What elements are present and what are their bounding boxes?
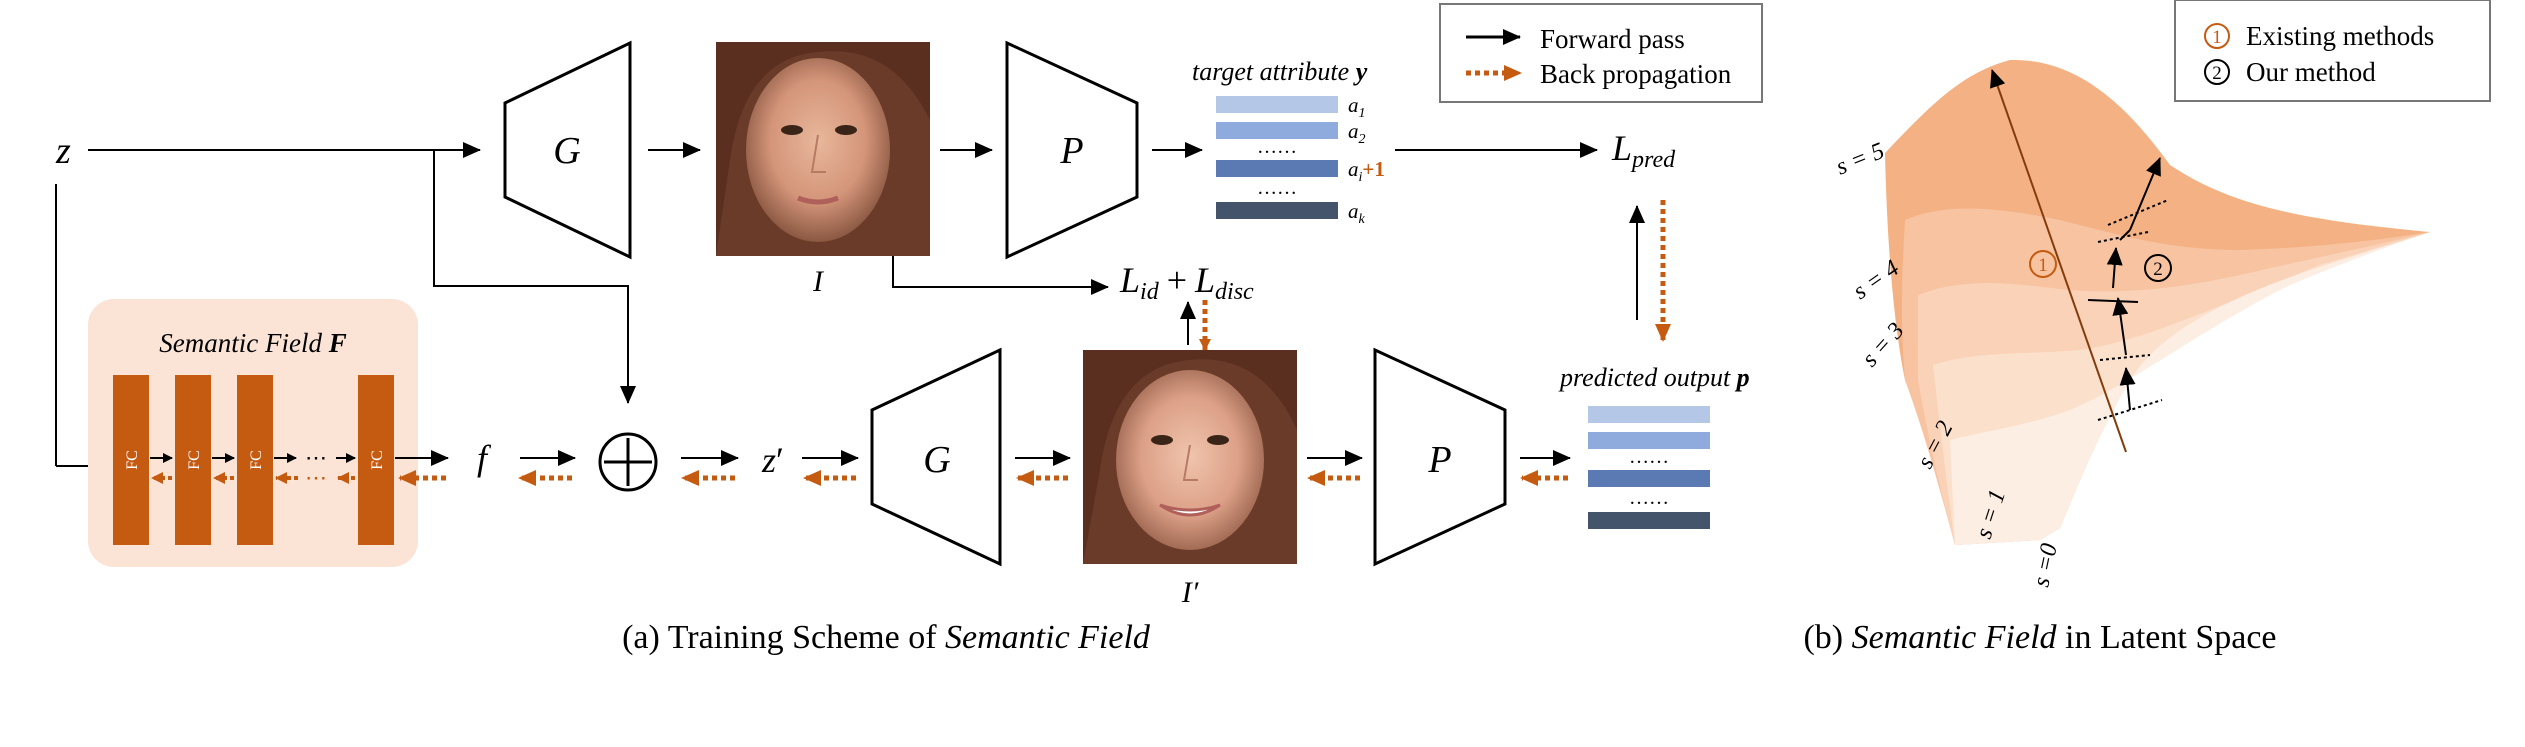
our-method-marker-number: 2 <box>2153 259 2163 280</box>
target-attribute-vector: …… …… <box>1216 96 1338 219</box>
attr-label-a1: a1 <box>1348 93 1366 121</box>
generator-top <box>503 40 632 260</box>
step-2-arrow <box>2112 297 2129 356</box>
attr-label-a2: a2 <box>1348 119 1366 147</box>
legend-a: Forward pass Back propagation <box>1439 3 1763 103</box>
pred-dots-1: …… <box>1629 446 1669 468</box>
latent-space-surface <box>1885 59 2430 545</box>
pred-dots-2: …… <box>1629 487 1669 509</box>
attr-label-ak: ak <box>1348 199 1366 227</box>
legend-b-frame <box>2174 0 2491 102</box>
caption-a: (a) Training Scheme of Semantic Field <box>622 619 1151 656</box>
fc-layer-1: FC <box>113 375 149 545</box>
existing-method-trajectory <box>1990 69 2127 453</box>
pred-bar-1 <box>1588 406 1710 423</box>
level-s0: s =0 <box>2028 541 2062 589</box>
legend-forward-label: Forward pass <box>1540 24 1685 54</box>
generator-bottom <box>870 347 1002 567</box>
legend-item2-number: 2 <box>2212 63 2222 84</box>
tangent-4 <box>2097 231 2149 243</box>
fc-layer-3: FC <box>237 375 273 545</box>
our-method-trajectory <box>2087 157 2169 421</box>
predictor-top-label: P <box>1059 130 1083 172</box>
pred-bar-2 <box>1588 432 1710 449</box>
fc-2-label: FC <box>186 450 203 470</box>
fc-dots-backward: ⋯ <box>305 465 327 490</box>
our-method-marker-icon <box>2204 59 2230 85</box>
legend-item1-number: 1 <box>2212 27 2222 48</box>
loss-id-disc: Lid+Ldisc <box>1119 260 1254 305</box>
tangent-5 <box>2107 199 2169 226</box>
target-bar-a1 <box>1216 96 1338 113</box>
target-dots-1: …… <box>1257 136 1297 158</box>
predicted-output-title: predicted output p <box>1558 363 1750 392</box>
step-4a-line <box>2119 229 2131 241</box>
image-label-I: I <box>812 265 825 298</box>
pred-bar-3 <box>1588 470 1710 487</box>
predicted-output-vector: …… …… <box>1588 406 1710 529</box>
fc-layer-4: FC <box>358 375 394 545</box>
step-3-arrow <box>2106 247 2123 289</box>
our-method-marker <box>2144 254 2172 282</box>
surface-band-s1 <box>1950 232 2430 545</box>
legend-existing-methods-label: Existing methods <box>2246 21 2434 51</box>
step-4-arrow <box>2129 157 2161 231</box>
generator-bottom-label: G <box>923 439 950 481</box>
legend-backward-label: Back propagation <box>1540 59 1732 89</box>
tangent-2 <box>2099 354 2151 361</box>
loss-pred: Lpred <box>1611 128 1676 173</box>
fc-3-label: FC <box>248 450 265 470</box>
predictor-bottom <box>1373 347 1507 567</box>
z-skip-connection-arrow <box>433 150 636 404</box>
target-attribute-title: target attribute y <box>1192 57 1368 86</box>
sum-operator <box>598 432 658 492</box>
edited-latent-code: z′ <box>761 440 784 480</box>
target-bar-ai <box>1216 160 1338 177</box>
fc-1-label: FC <box>124 450 141 470</box>
attr-label-ai-plus-1: ai+1 <box>1348 157 1385 185</box>
existing-methods-marker-icon <box>2204 23 2230 49</box>
step-1-arrow <box>2119 367 2136 411</box>
field-vector-f: f <box>477 438 492 478</box>
fc-dots-forward: ⋯ <box>305 445 327 470</box>
level-s5: s = 5 <box>1833 138 1889 181</box>
fc-layer-2: FC <box>175 375 211 545</box>
target-dots-2: …… <box>1257 177 1297 199</box>
predictor-top <box>1005 40 1139 260</box>
semantic-field-title: Semantic Field F <box>159 328 346 358</box>
fc-4-label: FC <box>369 450 386 470</box>
legend-a-frame <box>1439 3 1763 103</box>
caption-b: (b) Semantic Field in Latent Space <box>1803 619 2276 656</box>
target-bar-a2 <box>1216 122 1338 139</box>
existing-method-marker <box>2029 250 2057 278</box>
target-bar-ak <box>1216 202 1338 219</box>
latent-code-z: z <box>55 130 71 172</box>
face-image-edited <box>1083 350 1297 564</box>
image-label-I-prime: I′ <box>1181 576 1199 609</box>
generator-top-label: G <box>553 130 580 172</box>
face-image-original <box>716 42 930 256</box>
image-to-identity-loss-arrow <box>892 256 1109 295</box>
predictor-bottom-label: P <box>1427 439 1451 481</box>
legend-our-method-label: Our method <box>2246 57 2376 87</box>
existing-method-marker-number: 1 <box>2038 255 2048 276</box>
pred-bar-4 <box>1588 512 1710 529</box>
tangent-3 <box>2087 299 2139 303</box>
tangent-1 <box>2097 399 2163 421</box>
legend-b: 1 Existing methods 2 Our method <box>2174 0 2491 102</box>
